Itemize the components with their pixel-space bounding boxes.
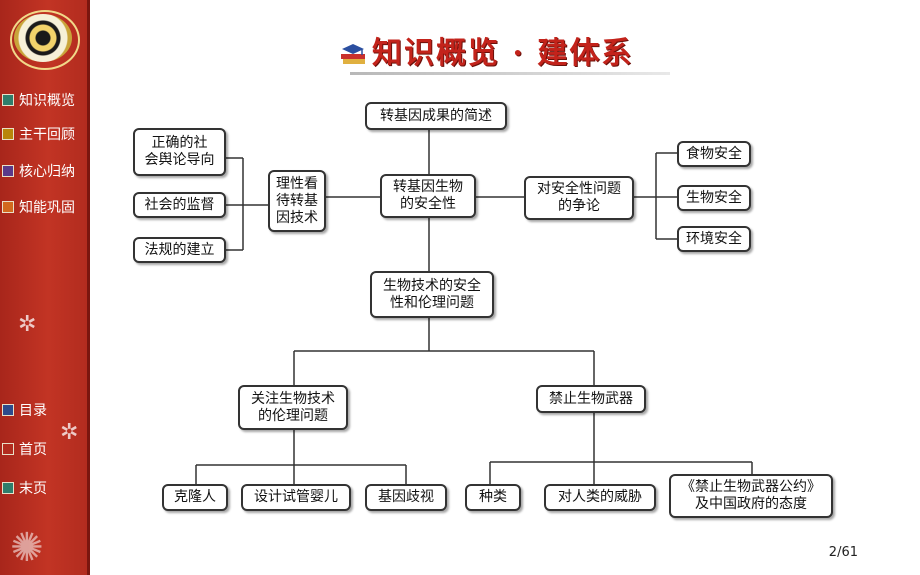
nav-label: 目录 [19, 403, 47, 419]
square-bullet-icon [2, 404, 14, 416]
books-graduation-cap-icon [341, 44, 365, 64]
node-left-mid: 理性看 待转基 因技术 [268, 170, 326, 232]
nav-label: 知识概览 [19, 93, 75, 109]
nav-home-button[interactable]: 首页 [2, 439, 47, 459]
school-logo-ring [10, 10, 80, 70]
nav-item-review[interactable]: 主干回顾 [2, 124, 75, 144]
square-bullet-icon [2, 165, 14, 177]
sidebar: 知识概览 主干回顾 核心归纳 知能巩固 ✲ 目录 首页 末页 ✲ ✺ [0, 0, 87, 575]
node-ethics: 生物技术的安全 性和伦理问题 [370, 271, 494, 318]
node-leaf: 克隆人 [162, 484, 228, 511]
dandelion-icon: ✺ [10, 525, 44, 571]
square-bullet-icon [2, 94, 14, 106]
node-leaf: 对人类的威胁 [544, 484, 656, 511]
nav-catalog-button[interactable]: 目录 [2, 400, 47, 420]
title-banner: 知识概览 · 建体系 [330, 20, 670, 78]
node-left-item: 正确的社 会舆论导向 [133, 128, 226, 176]
nav-last-button[interactable]: 末页 [2, 478, 47, 498]
node-leaf: 《禁止生物武器公约》 及中国政府的态度 [669, 474, 833, 518]
node-right-mid: 对安全性问题 的争论 [524, 176, 634, 220]
node-right-item: 环境安全 [677, 226, 751, 252]
node-left-item: 社会的监督 [133, 192, 226, 218]
nav-label: 核心归纳 [19, 164, 75, 180]
node-left-item: 法规的建立 [133, 237, 226, 263]
node-branch-right: 禁止生物武器 [536, 385, 646, 413]
nav-item-consolidate[interactable]: 知能巩固 [2, 197, 75, 217]
square-bullet-icon [2, 201, 14, 213]
node-leaf: 基因歧视 [365, 484, 447, 511]
nav-label: 主干回顾 [19, 127, 75, 143]
node-leaf: 种类 [465, 484, 521, 511]
dandelion-icon: ✲ [18, 312, 37, 337]
nav-item-overview[interactable]: 知识概览 [2, 90, 75, 110]
square-bullet-icon [2, 128, 14, 140]
nav-label: 末页 [19, 481, 47, 497]
node-center: 转基因生物 的安全性 [380, 174, 476, 218]
nav-item-summary[interactable]: 核心归纳 [2, 161, 75, 181]
nav-label: 首页 [19, 442, 47, 458]
node-branch-left: 关注生物技术 的伦理问题 [238, 385, 348, 430]
square-bullet-icon [2, 443, 14, 455]
square-bullet-icon [2, 482, 14, 494]
node-leaf: 设计试管婴儿 [241, 484, 351, 511]
sidebar-edge [87, 0, 90, 575]
school-logo [14, 14, 72, 62]
node-root: 转基因成果的简述 [365, 102, 507, 130]
page-number: 2/61 [828, 545, 858, 560]
page-title: 知识概览 · 建体系 [372, 36, 634, 71]
node-right-item: 生物安全 [677, 185, 751, 211]
dandelion-icon: ✲ [60, 420, 79, 445]
node-right-item: 食物安全 [677, 141, 751, 167]
nav-label: 知能巩固 [19, 200, 75, 216]
title-underline [350, 72, 670, 75]
